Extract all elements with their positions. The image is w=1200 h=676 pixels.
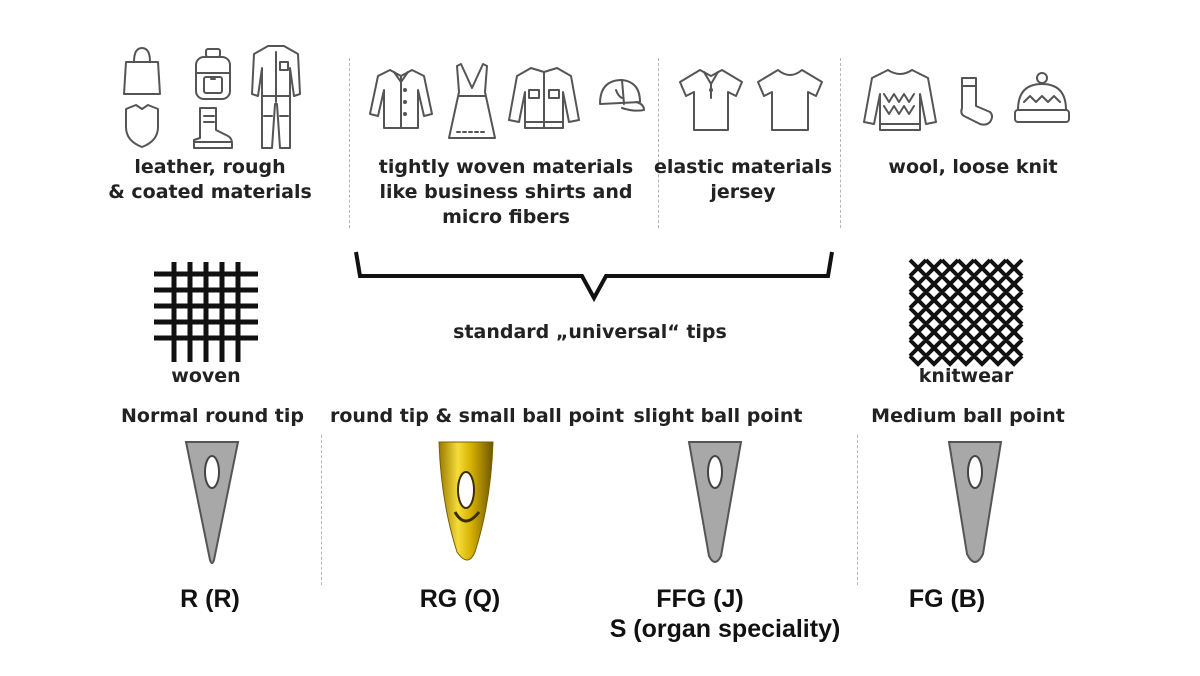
cap-icon: [599, 79, 645, 112]
knitwear-label: knitwear: [918, 365, 1014, 387]
woven-pattern-icon: [154, 262, 258, 362]
needle-icon: [687, 441, 743, 563]
tshirt-icon: [757, 69, 823, 131]
tip-slight-ball-label: slight ball point: [633, 405, 803, 427]
material-rough-label: leather, rough & coated materials: [108, 156, 312, 203]
code-fg: FG (B): [908, 585, 986, 613]
boot-icon: [193, 107, 233, 149]
code-r: R (R): [180, 585, 240, 613]
separator-bottom-1: [321, 435, 322, 585]
knit-pattern-icon: [908, 258, 1024, 367]
dress-icon: [448, 63, 496, 139]
separator-top-3: [840, 58, 841, 228]
separator-top-2: [658, 58, 659, 228]
needle-icon: [947, 441, 1003, 563]
needle-icon: [438, 441, 494, 561]
jacket-icon: [508, 67, 580, 129]
badge-icon: [125, 104, 159, 148]
beanie-icon: [1014, 72, 1070, 123]
bag-icon: [123, 47, 161, 95]
material-wool-label: wool, loose knit: [888, 156, 1058, 178]
code-rg: RG (Q): [419, 585, 501, 613]
needle-icon: [184, 441, 240, 564]
sweater-icon: [863, 69, 937, 131]
universal-bracket: [354, 251, 834, 303]
tip-medium-ball-label: Medium ball point: [871, 405, 1065, 427]
universal-tips-label: standard „universal“ tips: [453, 321, 727, 343]
tip-round-small-ball-label: round tip & small ball point: [330, 405, 625, 427]
dress-shirt-icon: [369, 69, 433, 129]
polo-shirt-icon: [679, 69, 743, 131]
sock-icon: [960, 77, 993, 126]
separator-top-1: [349, 58, 350, 228]
code-ffg: FFG (J): [656, 585, 744, 613]
separator-bottom-2: [857, 435, 858, 585]
woven-label: woven: [171, 365, 241, 387]
code-s: S (organ speciality): [609, 615, 841, 643]
coverall-icon: [251, 45, 301, 149]
material-elastic-label: elastic materials jersey: [653, 156, 833, 203]
backpack-icon: [195, 48, 231, 100]
tip-normal-round-label: Normal round tip: [121, 405, 304, 427]
material-woven-label: tightly woven materials like business sh…: [378, 156, 634, 228]
